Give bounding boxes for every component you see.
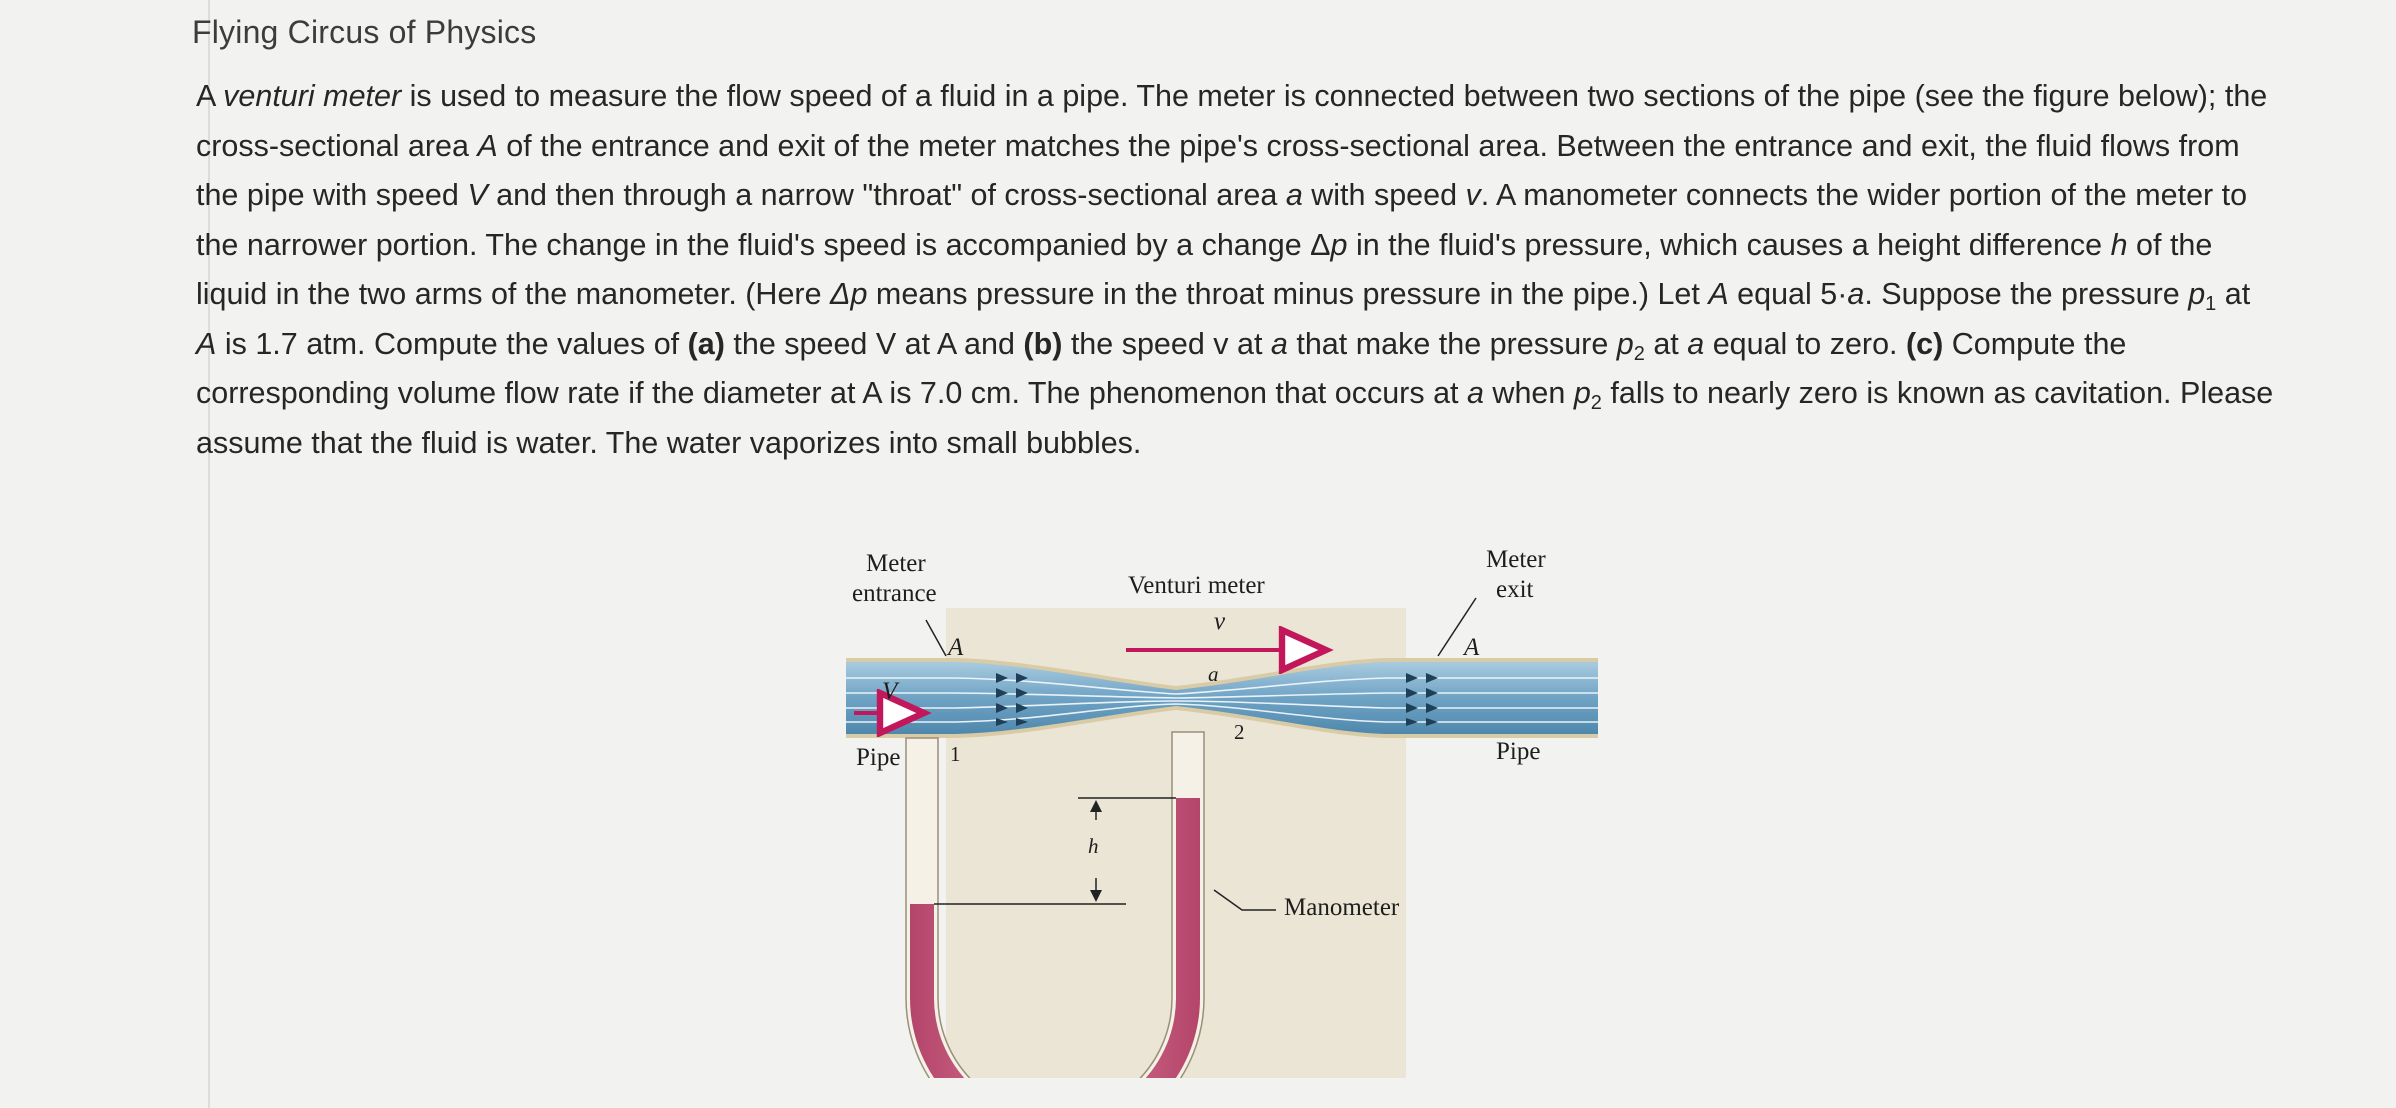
var-a: a — [1270, 326, 1288, 361]
pipe-left-label: Pipe — [856, 744, 901, 771]
var-a: a — [1285, 178, 1303, 212]
var-p2: p — [1573, 376, 1591, 410]
pipe-right-label: Pipe — [1496, 738, 1541, 765]
var-delta-p: Δp — [830, 277, 868, 311]
text-run: when — [1483, 376, 1574, 410]
left-rule — [208, 0, 210, 1108]
venturi-meter-figure: Meter entrance Venturi meter Meter exit … — [846, 538, 1598, 1078]
var-A: A — [1708, 277, 1729, 311]
subscript: 2 — [1590, 392, 1602, 414]
part-a-label: (a) — [687, 326, 725, 361]
var-v: v — [1213, 326, 1229, 361]
var-V: V — [467, 178, 488, 212]
text-run: and then through a narrow "throat" of cr… — [487, 178, 1286, 212]
A-left-leader — [925, 619, 947, 657]
var-A: A — [936, 326, 956, 361]
subscript: 2 — [1633, 342, 1645, 365]
text-run: in the fluid's pressure, which causes a … — [1347, 227, 2111, 262]
text-run: at — [1644, 326, 1688, 361]
text-run: equal 5· — [1728, 277, 1848, 311]
term-venturi-meter: venturi meter — [223, 79, 402, 113]
page-title: Flying Circus of Physics — [192, 14, 537, 50]
text-run: of the entrance and exit of the meter ma… — [196, 128, 2240, 213]
meter-exit-label-1: Meter — [1486, 546, 1546, 573]
var-A: A — [477, 128, 498, 163]
var-a: a — [1847, 277, 1865, 311]
h-label: h — [1088, 834, 1099, 858]
v-label: v⃗ — [1214, 608, 1245, 635]
subscript: 1 — [2205, 293, 2217, 315]
venturi-diagram — [846, 538, 1598, 1078]
text-run: of the liquid in the two arms of the man… — [196, 227, 2213, 312]
manometer-liquid — [910, 798, 1200, 1078]
text-run: . A manometer connects the wider portion… — [196, 178, 2248, 262]
text-run: is 7.0 cm. The phenomenon that occurs at — [880, 376, 1467, 410]
var-V: V — [875, 326, 897, 361]
A-left-label: A — [948, 634, 964, 661]
point-2-label: 2 — [1234, 720, 1245, 744]
var-p2: p — [1616, 326, 1634, 361]
var-a: a — [1687, 326, 1705, 361]
text-run: . Suppose the pressure — [1864, 277, 2189, 311]
text-run: is used to measure the flow speed of a f… — [196, 79, 2268, 163]
manometer-leader — [1213, 889, 1276, 911]
var-v: v — [1465, 178, 1481, 212]
a-throat-label: a — [1208, 662, 1219, 686]
text-run: and — [955, 326, 1024, 361]
flow-arrowheads — [996, 673, 1438, 726]
point-1-label: 1 — [950, 742, 961, 766]
text-run: at — [2216, 277, 2251, 311]
problem-statement: A venturi meter is used to measure the f… — [196, 72, 2276, 468]
text-run: means pressure in the throat minus press… — [867, 277, 1709, 311]
var-a: a — [1466, 376, 1484, 410]
text-run: the speed — [724, 326, 876, 361]
text-run: at — [1228, 326, 1271, 361]
var-p: p — [1330, 227, 1348, 262]
A-right-label: A — [1464, 634, 1480, 661]
part-c-label: (c) — [1906, 326, 1944, 361]
text-run: the speed — [1062, 326, 1214, 361]
text-run: A — [196, 79, 224, 113]
text-run: falls to nearly zero is known as cavitat… — [196, 376, 2274, 460]
text-run: with speed — [1302, 178, 1466, 212]
text-run: at — [896, 326, 937, 361]
var-A: A — [862, 376, 881, 410]
meter-entrance-label-1: Meter — [866, 550, 926, 577]
part-b-label: (b) — [1023, 326, 1063, 361]
var-A: A — [196, 326, 217, 361]
meter-entrance-label-2: entrance — [852, 580, 937, 607]
text-run: Compute the corresponding volume flow ra… — [196, 326, 2127, 411]
venturi-meter-label: Venturi meter — [1128, 572, 1265, 599]
var-h: h — [2110, 227, 2128, 262]
text-run: that make the pressure — [1287, 326, 1617, 361]
text-run: equal to zero. — [1704, 326, 1906, 361]
manometer-label: Manometer — [1284, 894, 1400, 921]
meter-exit-leader — [1437, 597, 1477, 657]
V-label: V⃗ — [882, 678, 917, 705]
meter-exit-label-2: exit — [1496, 576, 1534, 603]
text-run: is 1.7 atm. Compute the values of — [216, 326, 688, 361]
var-p1: p — [2188, 277, 2206, 311]
problem-paragraph: A venturi meter is used to measure the f… — [196, 72, 2276, 468]
